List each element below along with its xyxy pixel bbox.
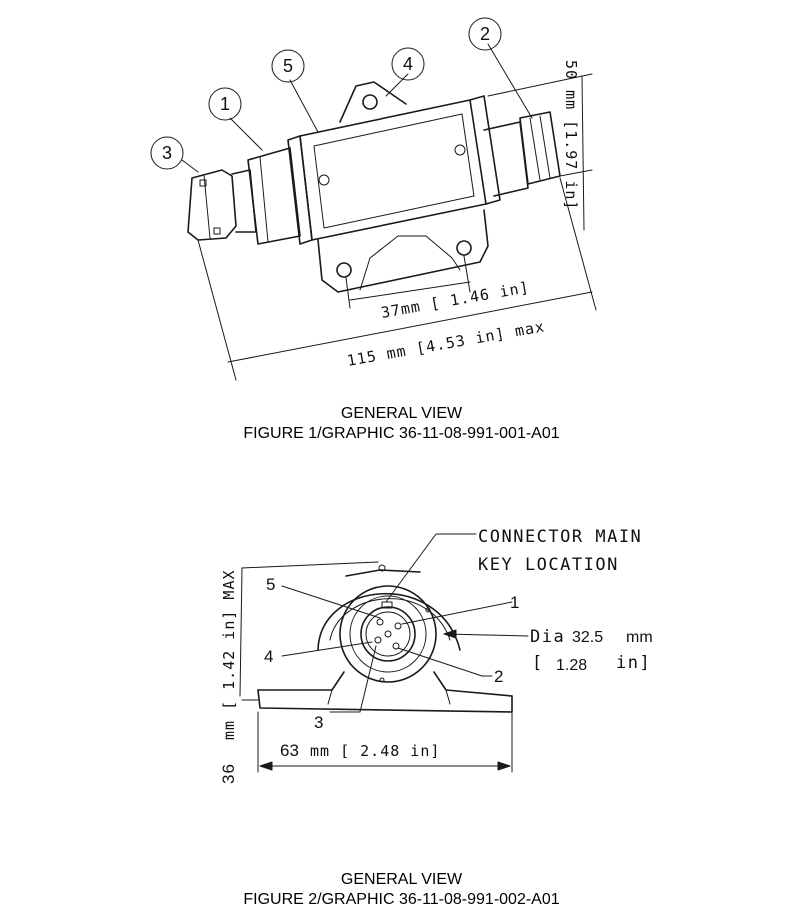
height-dimension-mm: 36 [219, 763, 238, 784]
pin-label-2: 2 [494, 667, 503, 686]
width-dimension-rest: mm [ 2.48 in] [310, 742, 440, 760]
figure-1-drawing: 1 2 3 4 5 50 mm [1.97 in] 37mm [ 1.46 in… [150, 17, 597, 381]
connector-main-key-label-line2: KEY LOCATION [478, 555, 619, 575]
front-view-drawing [257, 564, 513, 713]
figure-2-drawing: CONNECTOR MAIN KEY LOCATION 1 2 3 4 5 Di… [219, 527, 653, 784]
sensor-body-drawing [187, 81, 561, 293]
diameter-mm-value: 32.5 [572, 629, 603, 646]
callout-2: 2 [480, 24, 490, 44]
dimension-length-label: 115 mm [4.53 in] max [346, 317, 547, 370]
figure-1-caption-title: GENERAL VIEW [340, 405, 463, 422]
callout-bubbles [150, 17, 502, 170]
connector-main-key-label-line1: CONNECTOR MAIN [478, 527, 642, 547]
figure-2-leader-lines [239, 533, 529, 773]
figure-1-caption-ref: FIGURE 1/GRAPHIC 36-11-08-991-001-A01 [243, 425, 560, 442]
callout-1: 1 [220, 94, 230, 114]
figure-2-caption-title: GENERAL VIEW [340, 871, 463, 888]
diameter-mm-unit: mm [626, 629, 653, 646]
diameter-in-value: 1.28 [556, 657, 587, 674]
pin-label-5: 5 [266, 575, 275, 594]
callout-4: 4 [403, 54, 413, 74]
width-dimension-mm: 63 [280, 741, 299, 760]
height-dimension-rest: mm [ 1.42 in] MAX [220, 569, 238, 740]
dimension-lines [181, 43, 597, 381]
pin-label-3: 3 [314, 713, 323, 732]
pin-label-4: 4 [264, 647, 273, 666]
dimension-height-label: 50 mm [1.97 in] [562, 60, 580, 210]
figure-2-caption-ref: FIGURE 2/GRAPHIC 36-11-08-991-002-A01 [243, 891, 560, 908]
diameter-label: Dia [530, 627, 565, 647]
pin-label-1: 1 [510, 593, 519, 612]
callout-5: 5 [283, 56, 293, 76]
diameter-in-unit: in] [616, 653, 651, 673]
diameter-in-open: [ [532, 653, 544, 673]
callout-3: 3 [162, 143, 172, 163]
